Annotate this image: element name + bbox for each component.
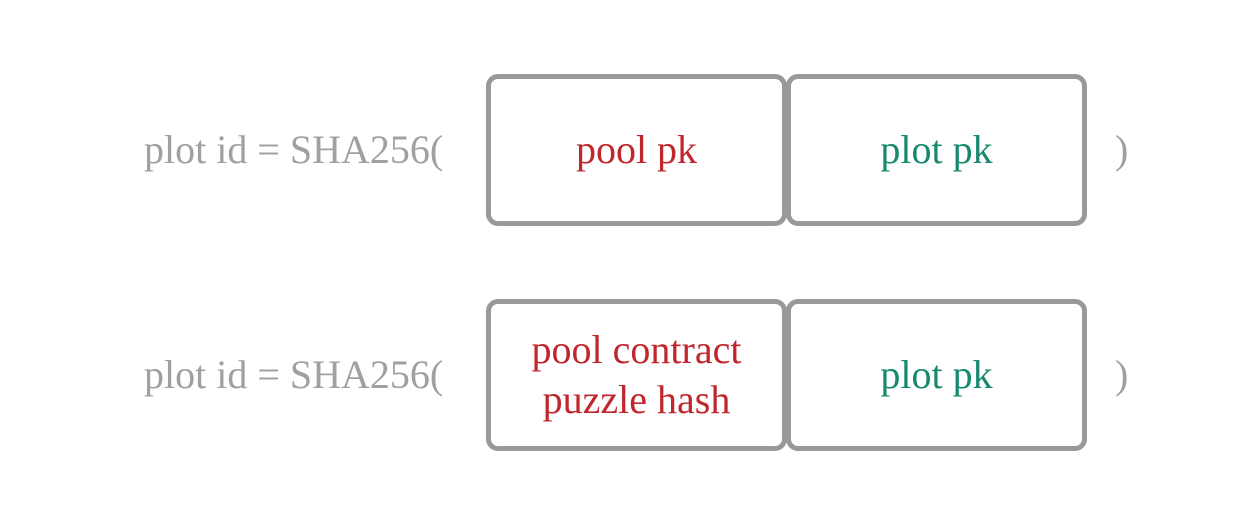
plot-pk-box: plot pk bbox=[786, 299, 1087, 451]
plot-pk-label: plot pk bbox=[880, 352, 993, 397]
pool-pk-label: pool pk bbox=[575, 127, 698, 172]
plot-pk-label: plot pk bbox=[880, 127, 993, 172]
formula-closing-paren: ) bbox=[1115, 127, 1129, 172]
pool-contract-puzzle-hash-label: pool contract puzzle hash bbox=[531, 327, 742, 422]
formula-prefix: plot id = SHA256( bbox=[144, 352, 444, 397]
pool-contract-puzzle-hash-box: pool contract puzzle hash bbox=[486, 299, 787, 451]
formula-row-pool-contract: plot id = SHA256( pool contract puzzle h… bbox=[0, 299, 1238, 451]
formula-row-pool-pk: plot id = SHA256( pool pk plot pk ) bbox=[0, 74, 1238, 226]
formula-closing-paren: ) bbox=[1115, 352, 1129, 397]
plot-pk-box: plot pk bbox=[786, 74, 1087, 226]
formula-prefix: plot id = SHA256( bbox=[144, 127, 444, 172]
pool-pk-box: pool pk bbox=[486, 74, 787, 226]
